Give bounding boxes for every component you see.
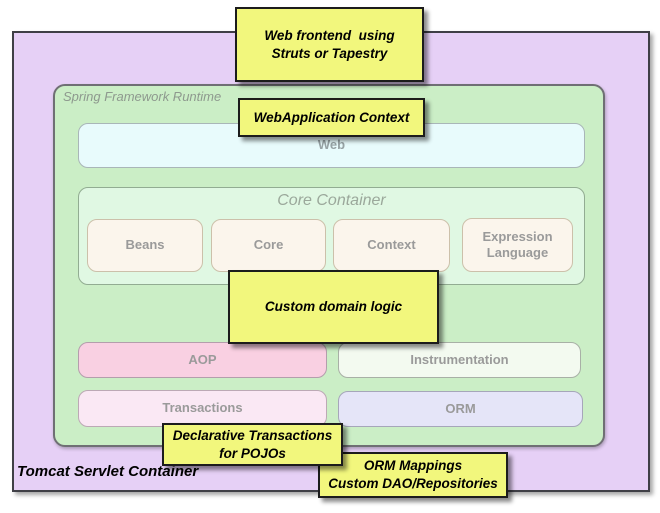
module-box-beans: Beans	[87, 219, 203, 272]
callout-webapplication-context: WebApplication Context	[238, 98, 425, 137]
callout-web-frontend: Web frontend using Struts or Tapestry	[235, 7, 424, 82]
instrumentation-label: Instrumentation	[410, 351, 509, 367]
callout-declarative-transactions-text: Declarative Transactions for POJOs	[172, 427, 333, 461]
callout-orm-mappings: ORM Mappings Custom DAO/Repositories	[318, 452, 508, 498]
orm-label: ORM	[445, 400, 476, 416]
transactions-label: Transactions	[162, 400, 243, 416]
module-label-expression-language: Expression Language	[482, 228, 553, 260]
callout-custom-domain-logic: Custom domain logic	[228, 270, 439, 344]
module-label-beans: Beans	[125, 237, 165, 253]
core-container-title: Core Container	[277, 192, 386, 209]
instrumentation-box: Instrumentation	[338, 342, 581, 378]
callout-webapplication-context-text: WebApplication Context	[253, 109, 410, 125]
callout-web-frontend-text: Web frontend using Struts or Tapestry	[264, 27, 395, 61]
orm-box: ORM	[338, 391, 583, 427]
aop-label: AOP	[188, 351, 217, 367]
module-box-context: Context	[333, 219, 450, 272]
module-label-core: Core	[253, 237, 284, 253]
transactions-box: Transactions	[78, 390, 327, 427]
tomcat-servlet-container-label: Tomcat Servlet Container	[17, 463, 199, 480]
module-box-expression-language: Expression Language	[462, 218, 573, 272]
module-label-context: Context	[367, 237, 416, 253]
callout-orm-mappings-text: ORM Mappings Custom DAO/Repositories	[328, 458, 498, 491]
spring-framework-runtime-label: Spring Framework Runtime	[63, 89, 222, 104]
callout-custom-domain-logic-text: Custom domain logic	[264, 299, 403, 315]
web-layer-label: Web	[317, 137, 346, 153]
callout-declarative-transactions: Declarative Transactions for POJOs	[162, 423, 343, 466]
aop-box: AOP	[78, 342, 327, 378]
module-box-core: Core	[211, 219, 326, 272]
